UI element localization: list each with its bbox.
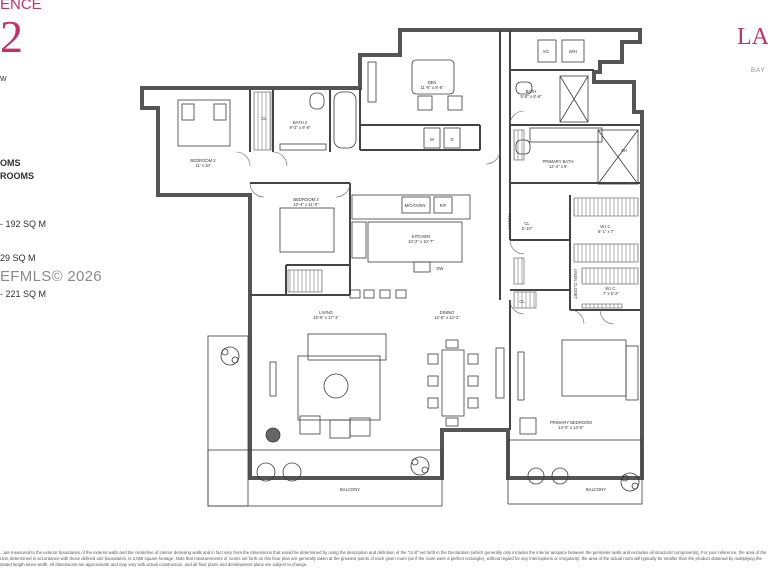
brand-number: 2 <box>0 11 23 62</box>
view-fragment: W <box>0 76 7 83</box>
dims-bath: 5'-8" x 8'-6" <box>520 94 542 99</box>
closet-wic1-top <box>573 197 639 217</box>
dims-dining: 12'-6" x 12'-2" <box>434 315 460 320</box>
bed-bedroom3 <box>279 207 335 253</box>
logo-right: LA <box>737 24 768 50</box>
brand-fragment: ENCE <box>0 0 42 13</box>
bed-primary <box>561 339 627 397</box>
label-balcony-right: BALCONY <box>586 487 606 492</box>
dims-primary-bath: 12'-4" x 9' <box>549 164 567 169</box>
closet-wic1-bottom <box>573 243 639 263</box>
label-pantry: PANTRY <box>507 214 512 231</box>
label-bedroom3: BEDROOM 3 <box>293 197 319 202</box>
plant-decor <box>220 346 640 492</box>
area-rug <box>297 355 381 421</box>
label-closet-1: CL <box>261 116 267 121</box>
dims-bedroom3: 10'-4" x 11'-0" <box>293 202 319 207</box>
door-swings <box>235 110 615 325</box>
dims-wic2: 7' x 5'-2" <box>603 291 619 296</box>
label-kitchen: KITCHEN <box>412 234 430 239</box>
dims-wic1: 6'-1" x 7' <box>598 229 614 234</box>
label-den: DEN <box>428 80 437 85</box>
dims-primary-bedroom: 14'-0" x 14'-6" <box>558 425 584 430</box>
closet-wic2-top <box>581 267 639 285</box>
mls-watermark: EFMLS© 2026 <box>0 268 102 285</box>
dining-table <box>441 349 465 417</box>
label-cl3: CL <box>519 299 525 304</box>
closet-bath2 <box>253 91 272 151</box>
label-refrigerator: R/F <box>440 203 447 208</box>
closet-cl3 <box>513 291 537 309</box>
dims-cl2: 5'-10" <box>522 226 533 231</box>
dims-kitchen: 10'-2" x 10'-7" <box>408 239 434 244</box>
sofa <box>307 333 387 361</box>
bathrooms-label: ROOMS <box>0 171 35 181</box>
logo-right-sub: BAY <box>751 68 766 74</box>
label-washer: W <box>430 137 434 142</box>
closet-linen <box>513 257 525 285</box>
label-wic1: W.I.C. <box>600 224 611 229</box>
label-wh: W/H <box>569 49 577 54</box>
label-dishwasher: DW <box>437 266 444 271</box>
interior-area: - 192 SQ M <box>0 219 47 229</box>
fixtures <box>177 39 643 507</box>
label-shower-1: SH <box>621 148 627 153</box>
label-primary-bath: PRIMARY BATH <box>543 159 574 164</box>
dims-bedroom2: 11' x 10' <box>195 163 210 168</box>
dims-den: 11'-6" x 8'-6" <box>420 85 444 90</box>
dims-bath2: 9'-2" x 6'-6" <box>289 125 311 130</box>
bed-bedroom2 <box>177 99 231 147</box>
label-micro-oven: M/C/OVEN <box>405 203 426 208</box>
label-bedroom2: BEDROOM 2 <box>190 158 216 163</box>
label-dryer: D <box>450 137 453 142</box>
closet-bedroom3 <box>287 269 323 293</box>
interior-walls <box>249 30 640 430</box>
total-area: - 221 SQ M <box>0 289 47 299</box>
exterior-area: 29 SQ M <box>0 253 36 263</box>
dims-living: 15'-6" x 17'-1" <box>313 315 339 320</box>
closet-wic2-bottom <box>581 303 623 309</box>
label-bath2: BATH 2 <box>293 120 308 125</box>
room-labels: BEDROOM 2 11' x 10' CL BATH 2 9'-2" x 6'… <box>190 49 626 492</box>
bedrooms-label: OMS <box>0 158 21 168</box>
label-dining: DINING <box>440 310 455 315</box>
label-bath: BATH <box>526 89 537 94</box>
label-linen-closet: LINEN CLOSET <box>573 269 578 300</box>
label-primary-bedroom: PRIMARY BEDROOM <box>550 420 592 425</box>
label-wic2: W.I.C. <box>605 286 616 291</box>
closet-pantry <box>513 129 525 161</box>
label-balcony-left: BALCONY <box>340 487 360 492</box>
legal-disclaimer: ...are measured to the exterior boundari… <box>0 550 767 567</box>
exterior-walls <box>140 28 644 480</box>
label-ac: A/C <box>543 49 550 54</box>
label-cl2: CL <box>524 221 530 226</box>
label-living: LIVING <box>319 310 333 315</box>
